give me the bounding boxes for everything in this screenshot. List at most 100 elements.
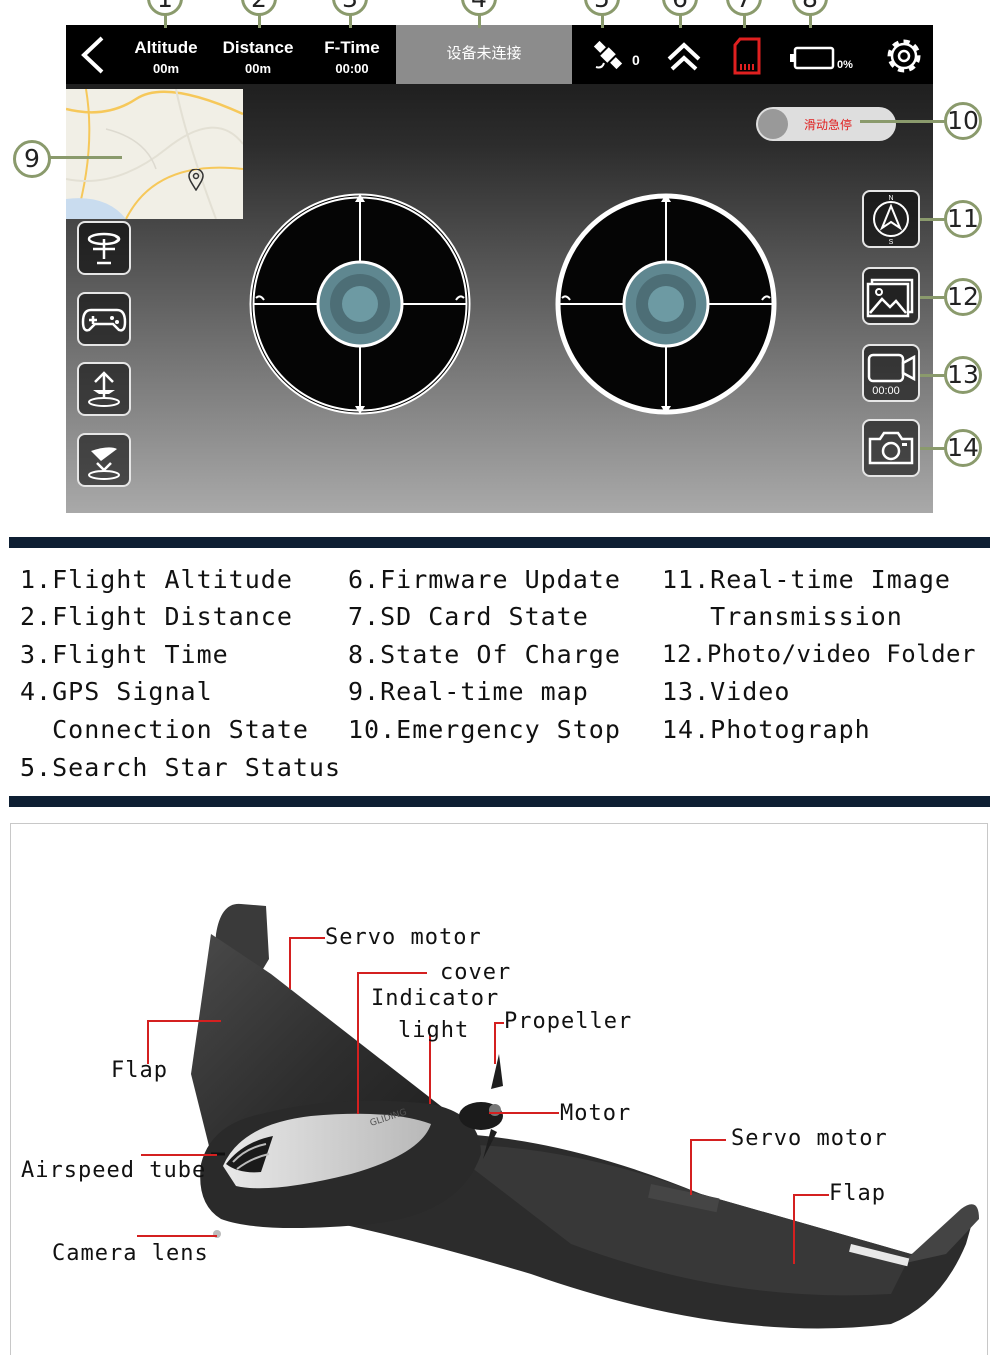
callout-leader xyxy=(920,296,946,299)
legend-item: 8.State Of Charge xyxy=(348,640,621,669)
altitude-readout: Altitude 00m xyxy=(126,37,206,79)
leader-line xyxy=(289,937,325,939)
sd-card-icon xyxy=(733,37,761,75)
legend-item: 6.Firmware Update xyxy=(348,565,621,594)
callout-5: 5 xyxy=(584,0,620,16)
compass-south: S xyxy=(889,239,894,246)
photo-video-folder-button[interactable] xyxy=(862,267,920,325)
gear-icon[interactable] xyxy=(882,34,926,78)
emergency-stop-knob[interactable] xyxy=(758,109,788,139)
leader-line xyxy=(793,1194,795,1264)
left-joystick[interactable] xyxy=(246,190,474,418)
connection-status: 设备未连接 xyxy=(396,25,572,84)
legend-item: Connection State xyxy=(20,715,309,744)
leader-line xyxy=(147,1020,221,1022)
callout-leader xyxy=(920,374,946,377)
callout-leader xyxy=(50,156,122,159)
callout-leader xyxy=(920,447,946,450)
map-pin-icon xyxy=(188,169,204,191)
leader-line xyxy=(494,1022,496,1064)
back-arrow-icon[interactable] xyxy=(76,35,110,75)
callout-13: 13 xyxy=(944,356,982,394)
leader-line xyxy=(494,1022,504,1024)
callout-12: 12 xyxy=(944,278,982,316)
legend-bottom-divider xyxy=(9,796,990,807)
top-status-bar: Altitude 00m Distance 00m F-Time 00:00 设… xyxy=(66,25,933,84)
firmware-update-icon[interactable] xyxy=(666,37,702,71)
callout-9: 9 xyxy=(13,140,51,178)
label-propeller: Propeller xyxy=(504,1009,633,1034)
leader-line xyxy=(690,1139,692,1195)
label-motor: Motor xyxy=(560,1101,632,1126)
legend-item: 2.Flight Distance xyxy=(20,602,293,631)
callout-10: 10 xyxy=(944,102,982,140)
video-camera-icon: 00:00 xyxy=(867,353,916,397)
flying-wing-aircraft: GLIDING xyxy=(191,903,979,1329)
emergency-stop-label: 滑动急停 xyxy=(804,118,853,132)
satellite-count: 0 xyxy=(632,52,640,68)
legend-item: 14.Photograph xyxy=(662,715,871,744)
legend-item: 3.Flight Time xyxy=(20,640,229,669)
camera-icon xyxy=(868,431,914,465)
compass-button[interactable]: N S xyxy=(862,190,920,248)
legend-top-divider xyxy=(9,537,990,548)
leader-line xyxy=(793,1194,829,1196)
label-light: light xyxy=(398,1018,470,1043)
callout-7: 7 xyxy=(726,0,762,16)
legend-item: 11.Real-time Image xyxy=(662,565,951,594)
legend-item: 9.Real-time map xyxy=(348,677,589,706)
callout-8: 8 xyxy=(792,0,828,16)
altitude-value: 00m xyxy=(152,61,180,76)
legend-item: 5.Search Star Status xyxy=(20,753,342,782)
leader-line xyxy=(489,1112,559,1114)
distance-label: Distance xyxy=(222,38,294,57)
leader-line xyxy=(137,1235,217,1237)
leader-line xyxy=(141,1154,217,1156)
legend-item: 7.SD Card State xyxy=(348,602,589,631)
distance-readout: Distance 00m xyxy=(218,37,298,79)
rotate-headless-icon xyxy=(87,232,121,265)
legend-item: 13.Video xyxy=(662,677,791,706)
leader-line xyxy=(429,1034,431,1104)
emergency-stop-slider[interactable]: 滑动急停 xyxy=(756,107,896,141)
leader-line xyxy=(357,972,427,974)
leader-line xyxy=(289,937,291,989)
video-record-button[interactable]: 00:00 xyxy=(862,344,920,402)
photograph-button[interactable] xyxy=(862,419,920,477)
label-airspeed-tube: Airspeed tube xyxy=(21,1158,207,1183)
label-servo-motor-top: Servo motor xyxy=(325,925,482,950)
leader-line xyxy=(690,1139,726,1141)
legend-item: Transmission xyxy=(662,602,903,631)
gallery-icon xyxy=(866,278,914,318)
callout-11: 11 xyxy=(944,200,982,238)
label-flap-right: Flap xyxy=(829,1181,886,1206)
callout-leader xyxy=(920,218,946,221)
map-roads xyxy=(66,89,243,219)
realtime-map[interactable] xyxy=(66,89,243,219)
flight-time-value: 00:00 xyxy=(335,61,369,76)
takeoff-button[interactable] xyxy=(77,362,131,416)
callout-1: 1 xyxy=(147,0,183,16)
label-camera-lens: Camera lens xyxy=(52,1241,209,1266)
headless-mode-button[interactable] xyxy=(77,221,131,275)
legend-item: 12.Photo/video Folder xyxy=(662,640,976,668)
label-indicator: Indicator xyxy=(371,986,500,1011)
leader-line xyxy=(147,1020,149,1064)
takeoff-icon xyxy=(88,371,120,407)
altitude-label: Altitude xyxy=(134,38,198,57)
leader-line xyxy=(357,972,359,1114)
legend-item: 10.Emergency Stop xyxy=(348,715,621,744)
landing-button[interactable] xyxy=(77,433,131,487)
callout-4: 4 xyxy=(461,0,497,16)
battery-percent: 0% xyxy=(837,59,853,71)
battery-icon xyxy=(790,46,835,70)
compass-icon: N S xyxy=(873,195,909,246)
gamepad-button[interactable] xyxy=(77,292,131,346)
right-joystick[interactable] xyxy=(552,190,780,418)
label-servo-motor-right: Servo motor xyxy=(731,1126,888,1151)
gamepad-icon xyxy=(81,308,127,332)
label-flap-left: Flap xyxy=(111,1058,168,1083)
callout-14: 14 xyxy=(944,429,982,467)
callout-6: 6 xyxy=(662,0,698,16)
landing-icon xyxy=(88,447,120,480)
